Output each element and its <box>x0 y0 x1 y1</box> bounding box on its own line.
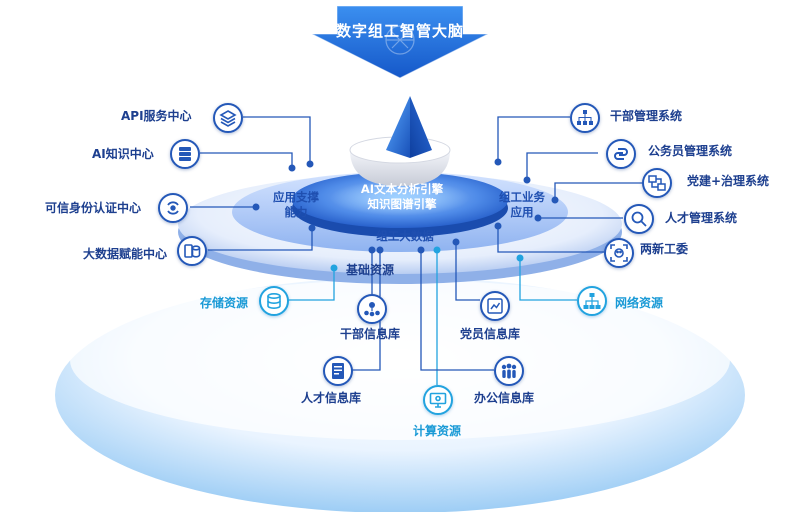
server-icon <box>170 139 200 169</box>
storage-resource-label: 存储资源 <box>200 296 249 310</box>
cadre-database-label: 干部信息库 <box>340 327 401 341</box>
ai-engine-label: AI文本分析引擎 <box>360 182 444 196</box>
document-icon <box>323 356 353 386</box>
support-capability-label: 应用支撑能力 <box>273 190 319 219</box>
pyramid-icon <box>386 96 432 158</box>
knowledge-graph-label: 知识图谱引擎 <box>367 197 437 211</box>
junction-dots <box>252 158 559 272</box>
database-icon <box>177 236 207 266</box>
cadre-system-label: 干部管理系统 <box>610 109 683 123</box>
base-resource-label: 基础资源 <box>346 263 395 277</box>
party-governance-label: 党建+治理系统 <box>687 174 770 188</box>
big-data-label: 组工大数据 <box>376 229 434 243</box>
compute-resource-label: 计算资源 <box>413 424 462 438</box>
network-resource-label: 网络资源 <box>615 296 664 310</box>
monitor-icon <box>423 385 453 415</box>
face-scan-icon <box>604 238 634 268</box>
link-icon <box>606 139 636 169</box>
workflow-icon <box>642 168 672 198</box>
talent-system-label: 人才管理系统 <box>665 211 738 225</box>
layers-icon <box>213 103 243 133</box>
trusted-identity-label: 可信身份认证中心 <box>45 201 142 215</box>
banner-title: 数字组工智管大脑 <box>335 22 464 40</box>
api-service-label: API服务中心 <box>121 109 192 123</box>
ai-knowledge-label: AI知识中心 <box>92 147 154 161</box>
two-new-committee-label: 两新工委 <box>640 242 689 256</box>
group-icon <box>494 356 524 386</box>
org-chart-icon <box>570 103 600 133</box>
storage-icon <box>259 286 289 316</box>
business-app-label: 组工业务应用 <box>499 190 545 219</box>
brain-icon <box>385 25 415 55</box>
big-data-enable-label: 大数据赋能中心 <box>83 247 168 261</box>
party-member-database-label: 党员信息库 <box>460 327 521 341</box>
network-icon <box>577 286 607 316</box>
file-chart-icon <box>480 291 510 321</box>
talent-database-label: 人才信息库 <box>301 391 362 405</box>
civil-servant-system-label: 公务员管理系统 <box>648 144 733 158</box>
floor-highlight <box>70 280 730 440</box>
banner-arrow <box>311 5 489 79</box>
sync-icon <box>158 193 188 223</box>
search-icon <box>624 204 654 234</box>
office-database-label: 办公信息库 <box>474 391 535 405</box>
people-network-icon <box>357 294 387 324</box>
inner-disk-glow <box>330 180 470 216</box>
connector-lines <box>190 116 650 385</box>
